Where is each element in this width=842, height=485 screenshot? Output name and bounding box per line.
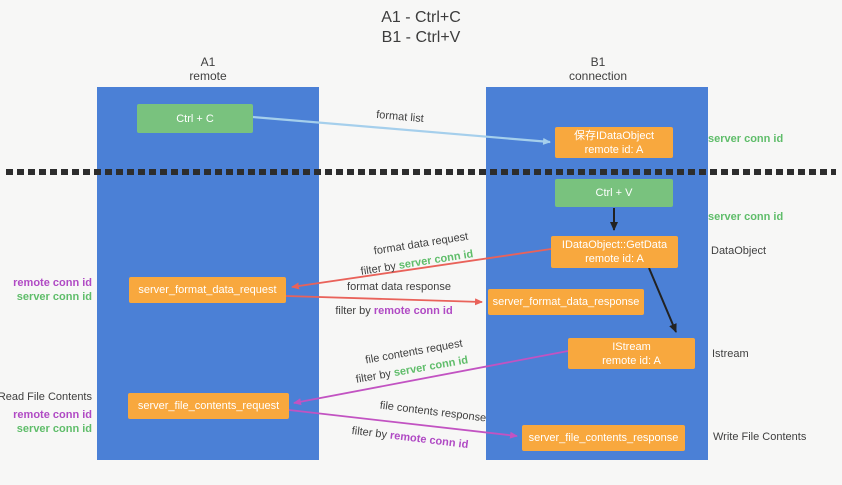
dotted-divider-line — [6, 169, 836, 175]
save-dataobject-line2: remote id: A — [584, 143, 644, 156]
left-column-name: A1 — [200, 55, 216, 69]
write-file-contents-label: Write File Contents — [713, 431, 807, 443]
format-response-box: server_format_data_response — [488, 289, 644, 315]
title-line-1: A1 - Ctrl+C — [381, 9, 461, 26]
filter-by-text: filter by — [351, 424, 388, 442]
remote-conn-id-side-label-1: remote conn id — [13, 277, 92, 289]
format-request-box: server_format_data_request — [129, 277, 286, 303]
ctrl-c-box: Ctrl + C — [137, 104, 253, 133]
format-request-label: server_format_data_request — [138, 284, 277, 296]
left-column-subtitle: remote — [189, 69, 227, 83]
server-conn-id-side-label-top: server conn id — [708, 133, 784, 145]
read-file-contents-label: Read File Contents — [0, 391, 92, 403]
server-conn-id-side-label-2: server conn id — [16, 423, 92, 435]
right-column-name: B1 — [590, 55, 606, 69]
filter-by-text: filter by — [359, 260, 397, 278]
getdata-line2: remote id: A — [585, 253, 644, 265]
filter-by-text: filter by — [335, 305, 371, 317]
filter-by-text: filter by — [354, 367, 392, 386]
ctrl-v-box: Ctrl + V — [555, 179, 673, 207]
getdata-box: IDataObject::GetData remote id: A — [551, 236, 678, 268]
right-column-header: B1 connection — [527, 55, 669, 83]
remote-conn-id-text: remote conn id — [373, 305, 453, 317]
save-dataobject-line1: 保存IDataObject — [573, 129, 655, 142]
save-dataobject-box: 保存IDataObject remote id: A — [555, 127, 673, 158]
server-conn-id-side-label-1: server conn id — [16, 291, 92, 303]
remote-conn-id-side-label-2: remote conn id — [13, 409, 92, 421]
file-response-box: server_file_contents_response — [522, 425, 685, 451]
ctrl-v-label: Ctrl + V — [595, 187, 633, 199]
remote-conn-id-text: remote conn id — [389, 429, 469, 452]
filter-by-remote-conn-id-label-1: filter by remote conn id — [335, 305, 452, 317]
title-line-2: B1 - Ctrl+V — [381, 29, 461, 46]
dataobject-side-label: DataObject — [711, 245, 767, 257]
format-list-label: format list — [375, 108, 425, 126]
ctrl-c-label: Ctrl + C — [176, 112, 214, 125]
file-contents-response-label: file contents response — [379, 399, 487, 425]
server-conn-id-side-label-mid: server conn id — [708, 211, 784, 223]
filter-by-remote-conn-id-label-2: filter by remote conn id — [351, 425, 469, 451]
istream-line2: remote id: A — [602, 354, 661, 367]
format-response-label: server_format_data_response — [492, 296, 640, 308]
istream-line1: IStream — [612, 340, 651, 353]
diagram-title: A1 - Ctrl+C B1 - Ctrl+V — [0, 8, 842, 48]
istream-box: IStream remote id: A — [568, 338, 695, 369]
left-column-header: A1 remote — [137, 55, 279, 83]
file-response-label: server_file_contents_response — [528, 432, 679, 444]
getdata-line1: IDataObject::GetData — [561, 239, 668, 251]
right-column-subtitle: connection — [568, 69, 628, 83]
file-request-label: server_file_contents_request — [137, 400, 280, 412]
istream-side-label: Istream — [712, 348, 749, 360]
format-data-response-label: format data response — [347, 281, 451, 293]
file-request-box: server_file_contents_request — [128, 393, 289, 419]
